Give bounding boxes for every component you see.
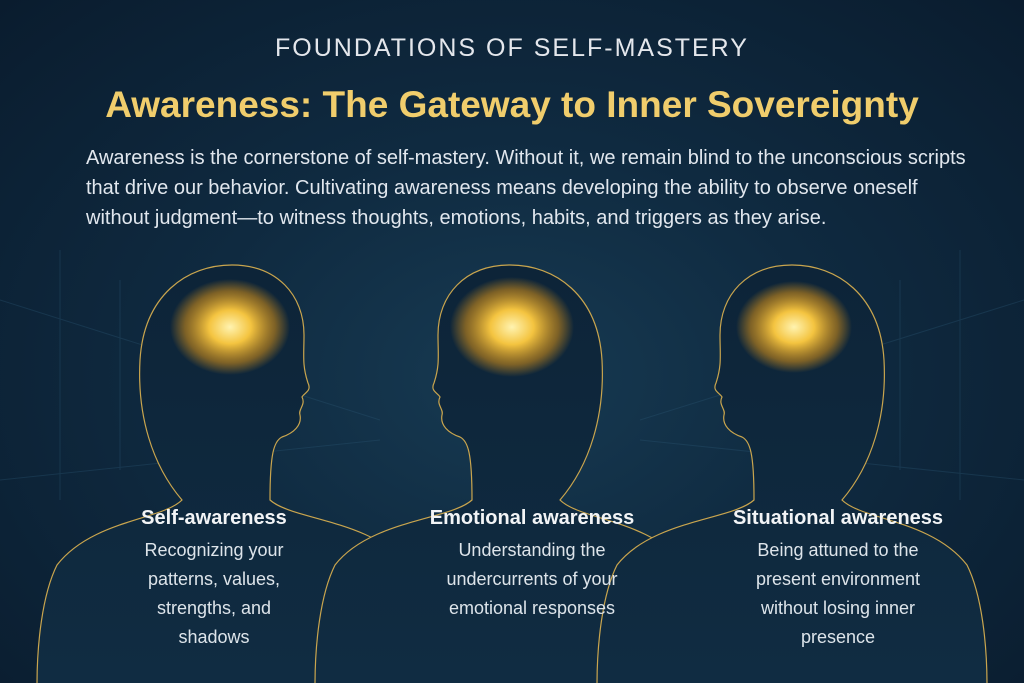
card-situational-awareness: Situational awareness Being attuned to t… [708, 507, 968, 652]
card-text: Being attuned to the present environment… [755, 540, 921, 647]
card-self-awareness: Self-awareness Recognizing your patterns… [84, 507, 344, 652]
page-title: Awareness: The Gateway to Inner Sovereig… [105, 84, 919, 125]
intro-paragraph: Awareness is the cornerstone of self-mas… [86, 147, 966, 229]
head-silhouette-right [596, 264, 988, 683]
head-silhouette-left [36, 264, 428, 683]
brain-icon [736, 281, 852, 373]
card-text: Understanding the undercurrents of your … [446, 540, 618, 618]
brain-icon [170, 279, 290, 375]
card-title: Self-awareness [141, 507, 287, 529]
kicker-heading: FOUNDATIONS OF SELF-MASTERY [275, 34, 749, 62]
brain-icon [450, 277, 574, 377]
card-emotional-awareness: Emotional awareness Understanding the un… [402, 507, 662, 623]
head-silhouette-center [314, 264, 706, 683]
card-text: Recognizing your patterns, values, stren… [144, 540, 284, 647]
card-title: Situational awareness [732, 507, 944, 529]
card-title: Emotional awareness [429, 507, 635, 529]
